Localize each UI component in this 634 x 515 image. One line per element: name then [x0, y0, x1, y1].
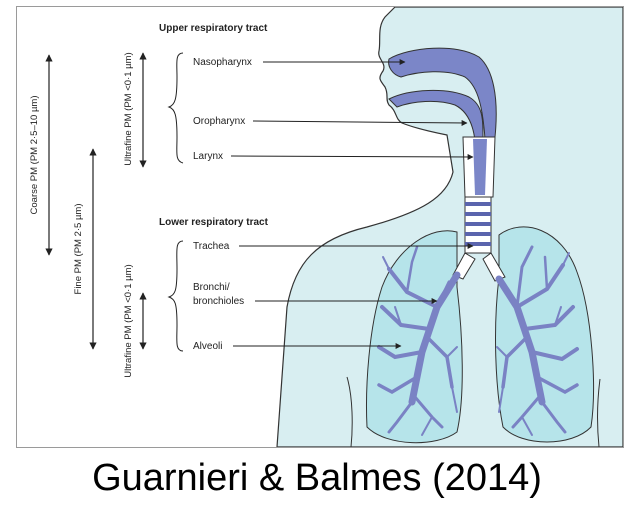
lower-brace	[167, 240, 184, 352]
label-bronchi-line1: Bronchi/	[193, 282, 230, 293]
left-bronchial-tree	[377, 245, 461, 436]
oropharynx-pointer	[252, 119, 468, 126]
coarse-pm-label: Coarse PM (PM 2·5–10 µm)	[29, 96, 40, 215]
label-oropharynx: Oropharynx	[193, 116, 245, 127]
upper-brace	[167, 52, 184, 164]
label-bronchi-line2: bronchioles	[193, 296, 244, 307]
figure-caption: Guarnieri & Balmes (2014)	[92, 457, 542, 499]
label-larynx: Larynx	[193, 151, 223, 162]
ultrafine-upper-label: Ultrafine PM (PM <0·1 µm)	[123, 52, 134, 165]
label-alveoli: Alveoli	[193, 341, 222, 352]
upper-tract-header: Upper respiratory tract	[159, 23, 268, 34]
lower-tract-header: Lower respiratory tract	[159, 217, 269, 228]
label-nasopharynx: Nasopharynx	[193, 57, 252, 68]
ultrafine-lower-label: Ultrafine PM (PM <0·1 µm)	[123, 264, 134, 377]
larynx-pointer	[230, 153, 474, 160]
respiratory-tract-diagram: Upper respiratory tract Lower respirator…	[16, 6, 624, 448]
right-bronchial-tree	[495, 245, 579, 436]
fine-pm-label: Fine PM (PM 2·5 µm)	[73, 204, 84, 295]
label-trachea: Trachea	[193, 241, 230, 252]
nasopharynx-shape	[388, 47, 497, 140]
